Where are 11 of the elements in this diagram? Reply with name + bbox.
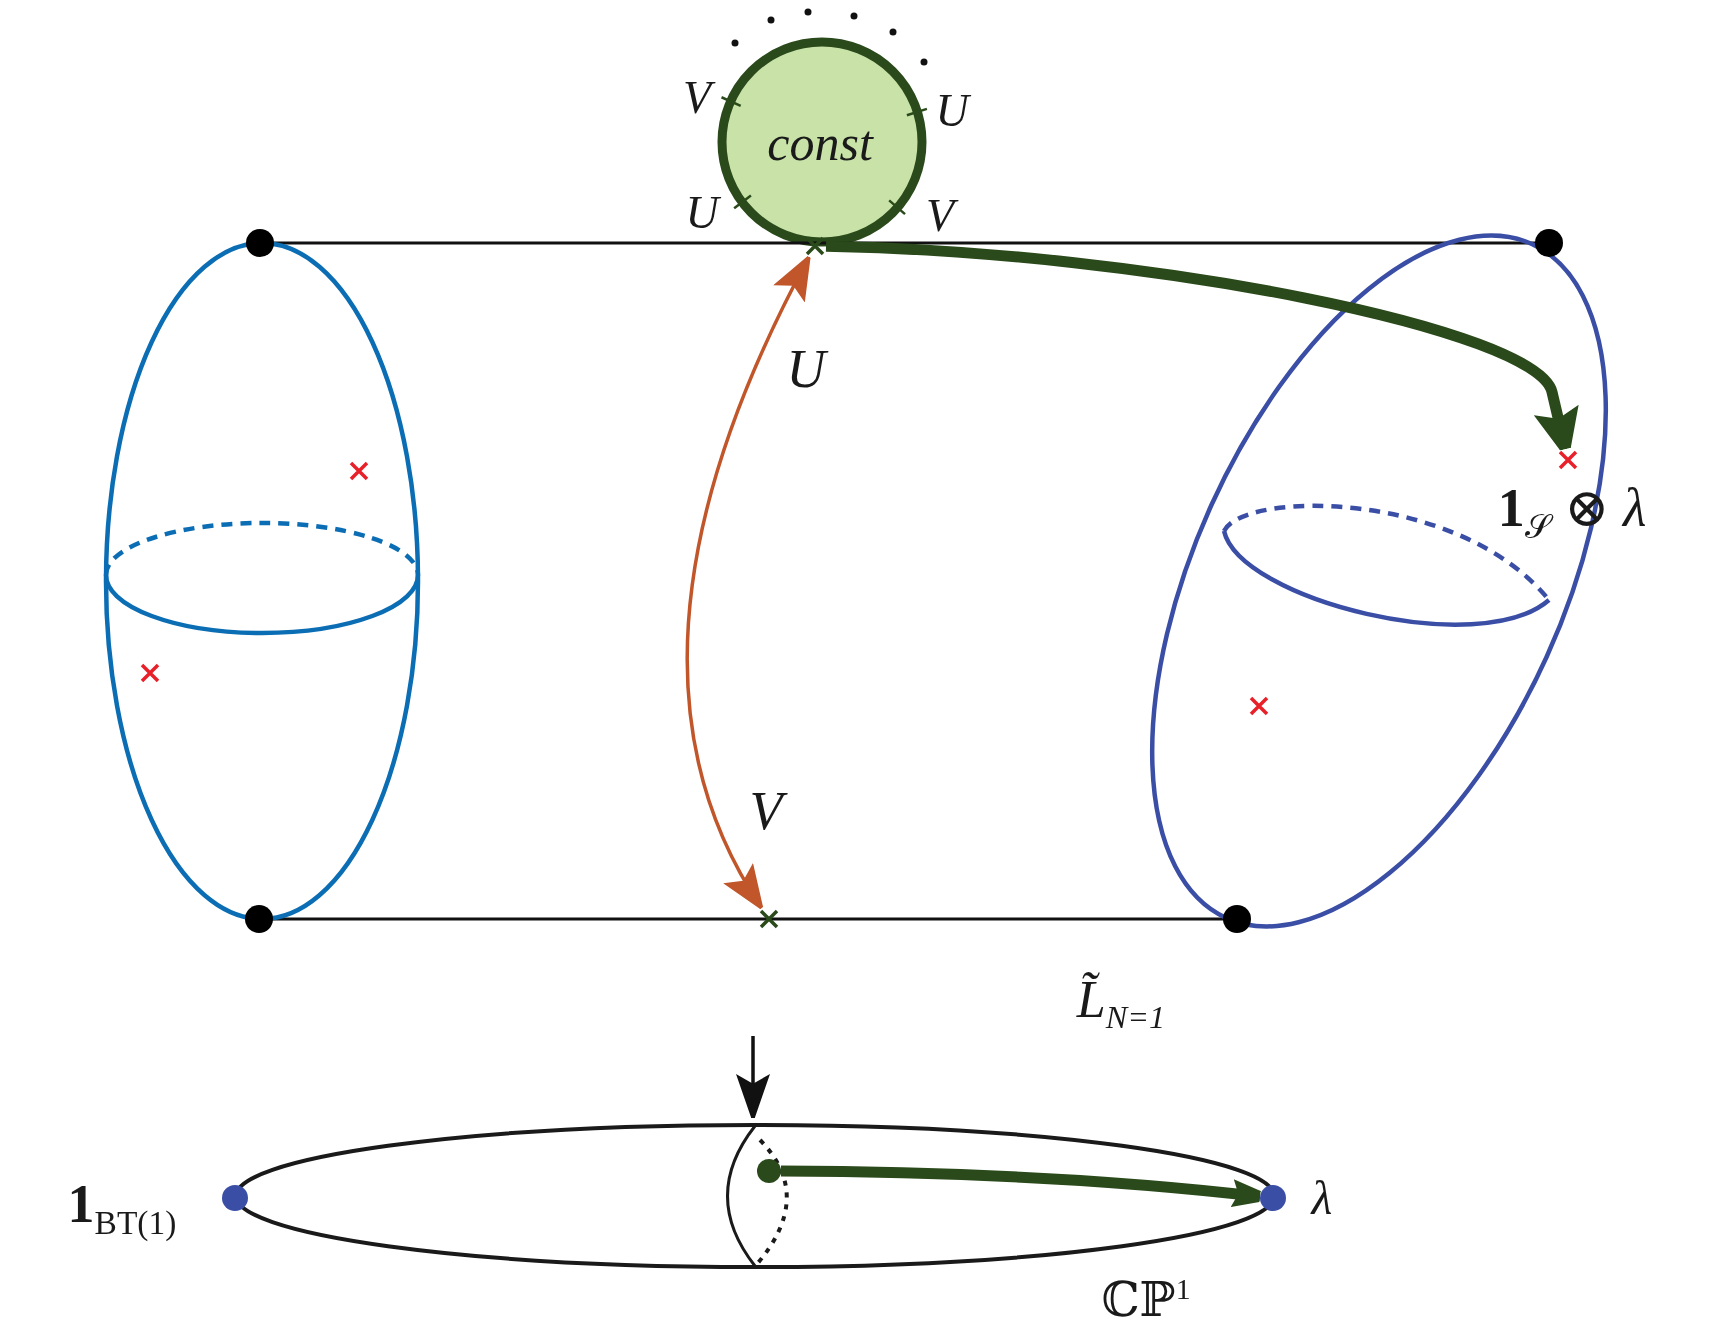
tick-label: V	[675, 67, 719, 127]
tick-label: U	[934, 83, 972, 138]
node-label: const	[766, 114, 875, 173]
arrow-label: U	[777, 335, 835, 405]
math-label: λ	[1309, 1170, 1334, 1227]
tick-label: U	[684, 185, 722, 240]
tick-label: V	[918, 185, 962, 245]
math-label: 1$_{BT(1)}$	[66, 1173, 178, 1244]
node-label: ℂℙ$^{1}$	[1100, 1271, 1192, 1329]
arrow-label: V	[740, 777, 792, 847]
node-label: L̃$_{N=1}$	[1075, 969, 1167, 1038]
